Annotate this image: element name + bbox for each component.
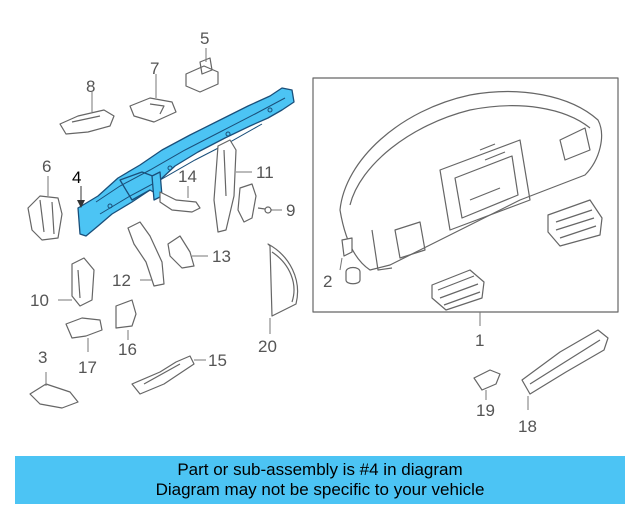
bracket-part-8	[59, 92, 115, 135]
callout-14: 14	[178, 167, 197, 186]
bracket-part-17	[65, 317, 103, 352]
clip-part-2	[341, 237, 361, 285]
trim-part-20	[267, 243, 299, 334]
callout-18: 18	[518, 417, 537, 436]
callout-7: 7	[150, 59, 159, 78]
callout-9: 9	[286, 201, 295, 220]
callout-5: 5	[200, 29, 209, 48]
callout-arrow-4	[77, 186, 85, 208]
instrument-panel-assembly	[312, 77, 619, 313]
callout-8: 8	[86, 77, 95, 96]
bracket-part-15	[131, 355, 206, 395]
callout-2: 2	[323, 272, 332, 291]
callout-1: 1	[475, 331, 484, 350]
bracket-part-18	[521, 329, 609, 410]
bracket-part-16	[115, 299, 137, 340]
bracket-part-3	[29, 372, 79, 409]
bracket-part-10	[58, 257, 95, 307]
callout-16: 16	[118, 340, 137, 359]
bracket-part-13	[167, 235, 208, 269]
reinforcement-beam-part-4	[77, 87, 295, 237]
callout-19: 19	[476, 401, 495, 420]
banner-line-disclaimer: Diagram may not be specific to your vehi…	[155, 480, 485, 499]
bracket-part-11	[213, 139, 252, 233]
callout-13: 13	[212, 247, 231, 266]
callout-15: 15	[208, 351, 227, 370]
bracket-part-19	[473, 369, 501, 400]
callout-3: 3	[38, 348, 47, 367]
bracket-part-6	[27, 176, 63, 241]
bracket-part-12	[127, 221, 165, 287]
bracket-part-7	[129, 74, 177, 123]
exploded-parts-diagram: 1 2 3 4 5 6 7 8 9 10 11 12 13 14 15 16 1…	[27, 29, 619, 436]
callout-6: 6	[42, 157, 51, 176]
callout-12: 12	[112, 271, 131, 290]
bolt-part-9	[237, 183, 282, 223]
callout-20: 20	[258, 337, 277, 356]
callout-11: 11	[256, 163, 274, 182]
air-vent-right	[547, 199, 603, 247]
callout-4: 4	[72, 168, 81, 187]
bracket-part-5	[185, 48, 219, 93]
bracket-part-14	[159, 186, 201, 213]
banner-line-part-number: Part or sub-assembly is #4 in diagram	[177, 460, 463, 479]
air-vent-center	[431, 269, 485, 311]
callout-17: 17	[78, 358, 97, 377]
callout-lead-2	[339, 257, 343, 271]
part-info-banner: Part or sub-assembly is #4 in diagram Di…	[15, 456, 625, 504]
callout-10: 10	[30, 291, 49, 310]
